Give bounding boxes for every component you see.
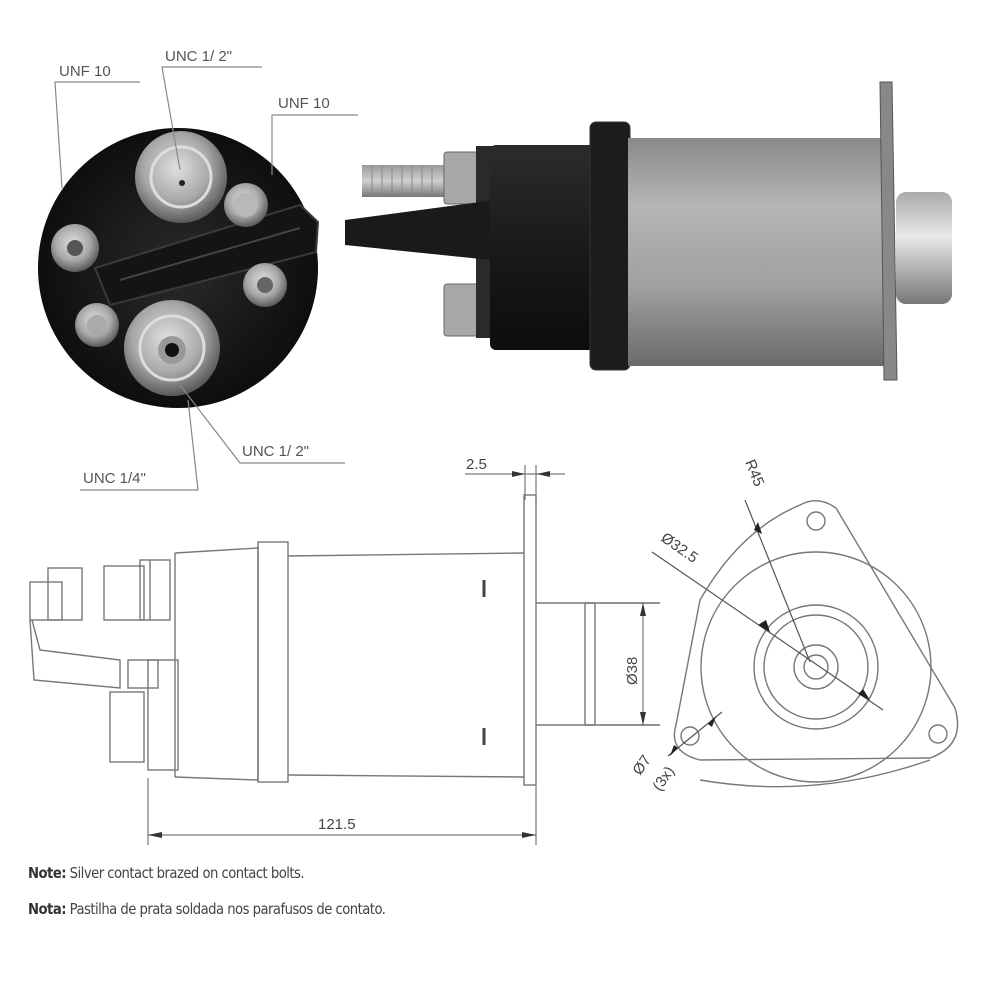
callout-unc-half-bottom: UNC 1/ 2" [242, 443, 309, 460]
terminal-end-view-photo [38, 128, 320, 408]
side-view-drawing [29, 494, 660, 786]
dim-overall-length [147, 778, 537, 845]
dim-hole-diameter-value: Ø7 [629, 752, 654, 778]
callout-leaders [54, 66, 358, 491]
side-view-photo [345, 81, 952, 381]
dim-flange-thickness [465, 465, 565, 500]
note-portuguese: Nota: Pastilha de prata soldada nos para… [28, 900, 386, 918]
dim-flange-thickness-value: 2.5 [466, 456, 487, 473]
note-english: Note: Silver contact brazed on contact b… [28, 864, 305, 882]
note-portuguese-text: Pastilha de prata soldada nos parafusos … [65, 900, 386, 918]
note-english-label: Note: [28, 864, 67, 882]
callout-unc-quarter: UNC 1/4" [83, 470, 146, 487]
dim-overall-length-value: 121.5 [318, 816, 356, 833]
note-portuguese-label: Nota: [28, 900, 67, 918]
dim-hole-diameter [667, 711, 723, 757]
dim-flange-radius [744, 499, 811, 663]
dim-plunger-diameter-value: Ø38 [624, 657, 641, 685]
callout-unf10-right: UNF 10 [278, 95, 330, 112]
dim-hole-count: (3x) [649, 763, 678, 794]
dim-inner-diameter-value: Ø32.5 [658, 529, 701, 566]
dim-inner-diameter [651, 551, 884, 711]
callout-unc-half-top: UNC 1/ 2" [165, 48, 232, 65]
dim-flange-radius-value: R45 [741, 457, 767, 489]
dim-plunger-diameter [600, 602, 655, 726]
callout-unf10-left: UNF 10 [59, 63, 111, 80]
end-view-drawing [673, 500, 959, 788]
note-english-text: Silver contact brazed on contact bolts. [66, 864, 305, 882]
